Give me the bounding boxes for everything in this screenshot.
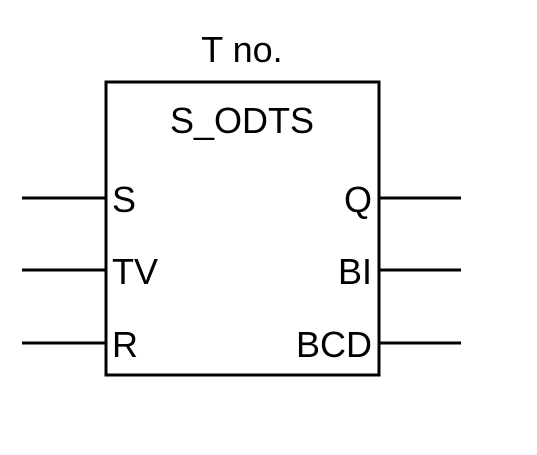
input-pin-label-s: S: [112, 179, 136, 220]
input-pin-label-r: R: [112, 324, 138, 365]
output-pin-label-bcd: BCD: [296, 324, 372, 365]
output-pin-label-q: Q: [344, 179, 372, 220]
timer-number-label: T no.: [201, 29, 282, 70]
function-block-body: [104, 80, 381, 377]
block-type-name: S_ODTS: [170, 100, 314, 141]
input-pin-label-tv: TV: [112, 251, 158, 292]
output-pin-label-bi: BI: [338, 251, 372, 292]
